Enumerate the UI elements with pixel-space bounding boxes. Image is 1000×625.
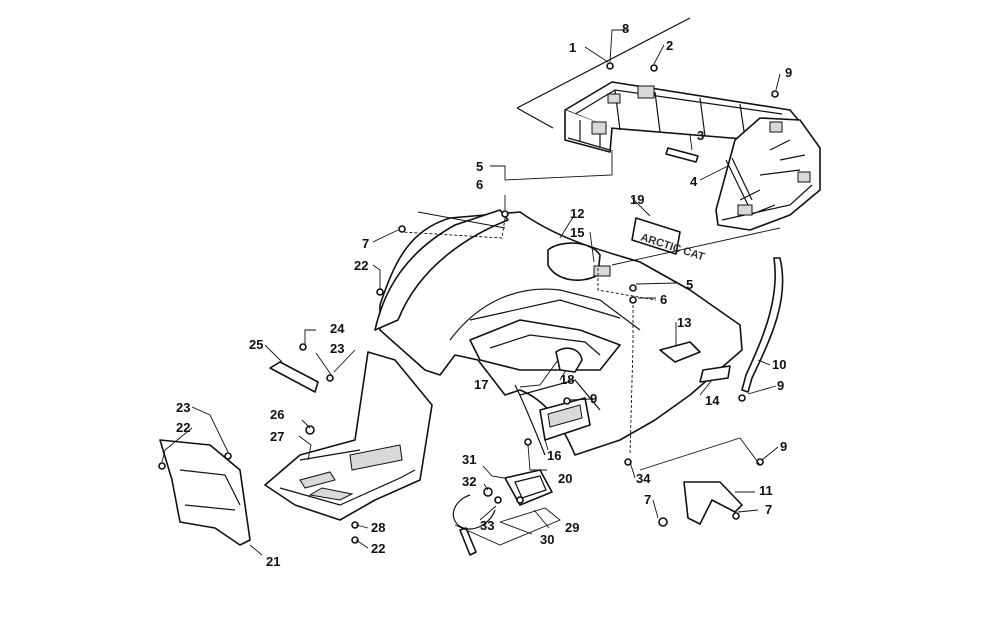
- callout-9-rack: 9: [785, 65, 792, 80]
- rear-rack: [516, 17, 821, 231]
- callout-28: 28: [371, 520, 385, 535]
- callout-31: 31: [462, 452, 476, 467]
- callout-12: 12: [570, 206, 584, 221]
- wire-harness: [452, 494, 496, 530]
- callout-5-upper: 5: [476, 159, 483, 174]
- callout-19: 19: [630, 192, 644, 207]
- callout-18: 18: [560, 372, 574, 387]
- callout-26: 26: [270, 407, 284, 422]
- callout-14: 14: [705, 393, 720, 408]
- storage-compartment: [469, 319, 621, 371]
- callout-16: 16: [547, 448, 561, 463]
- callout-22-panel: 22: [176, 420, 190, 435]
- footwell-27: [264, 351, 433, 521]
- rear-fender: [379, 211, 743, 456]
- callout-15: 15: [570, 225, 584, 240]
- callout-30: 30: [540, 532, 554, 547]
- callout-2: 2: [666, 38, 673, 53]
- leader-lines: [161, 29, 781, 556]
- decal-19: ARCTIC CAT: [631, 217, 706, 263]
- callout-24: 24: [330, 321, 345, 336]
- callout-9-grab-bar: 9: [777, 378, 784, 393]
- rack-bumper-pad: [637, 85, 655, 99]
- bracket-11: [683, 481, 743, 525]
- callout-8: 8: [622, 21, 629, 36]
- rack-plate: [665, 147, 699, 163]
- connector-plug: [459, 527, 477, 556]
- callout-34: 34: [636, 471, 651, 486]
- callout-23-flap: 23: [330, 341, 344, 356]
- callout-10: 10: [772, 357, 786, 372]
- callout-7-right: 7: [765, 502, 772, 517]
- callout-9-fender: 9: [590, 391, 597, 406]
- callout-7-left: 7: [362, 236, 369, 251]
- callout-9-bracket: 9: [780, 439, 787, 454]
- bulb-31: [483, 487, 493, 497]
- grab-bar-10: [741, 257, 784, 393]
- callout-3: 3: [697, 128, 704, 143]
- callout-6-upper: 6: [476, 177, 483, 192]
- callout-25: 25: [249, 337, 263, 352]
- callout-4: 4: [690, 174, 698, 189]
- callout-27: 27: [270, 429, 284, 444]
- callout-22-fender: 22: [354, 258, 368, 273]
- callout-6-lower: 6: [660, 292, 667, 307]
- callout-5-lower: 5: [686, 277, 693, 292]
- side-panel-21: [159, 439, 251, 546]
- callout-29: 29: [565, 520, 579, 535]
- callout-13: 13: [677, 315, 691, 330]
- mud-flap-25: [269, 361, 319, 393]
- rack-group-bracket: [516, 17, 691, 129]
- callout-23-panel: 23: [176, 400, 190, 415]
- reflector-14: [699, 365, 731, 383]
- tail-light-housing: [593, 265, 611, 277]
- callout-33: 33: [480, 518, 494, 533]
- tail-light-lens: [504, 469, 553, 506]
- callouts: 1 2 3 4 5 6 5 6 7 7 7 8 9 9 9 9 10 11 12…: [176, 21, 792, 569]
- callout-20: 20: [558, 471, 572, 486]
- callout-1: 1: [569, 40, 576, 55]
- callout-11: 11: [759, 483, 773, 498]
- callout-7-bottom: 7: [644, 492, 651, 507]
- fender-decal-13: [659, 341, 701, 363]
- callout-21: 21: [266, 554, 280, 569]
- callout-17: 17: [474, 377, 488, 392]
- callout-32: 32: [462, 474, 476, 489]
- callout-22-bottom: 22: [371, 541, 385, 556]
